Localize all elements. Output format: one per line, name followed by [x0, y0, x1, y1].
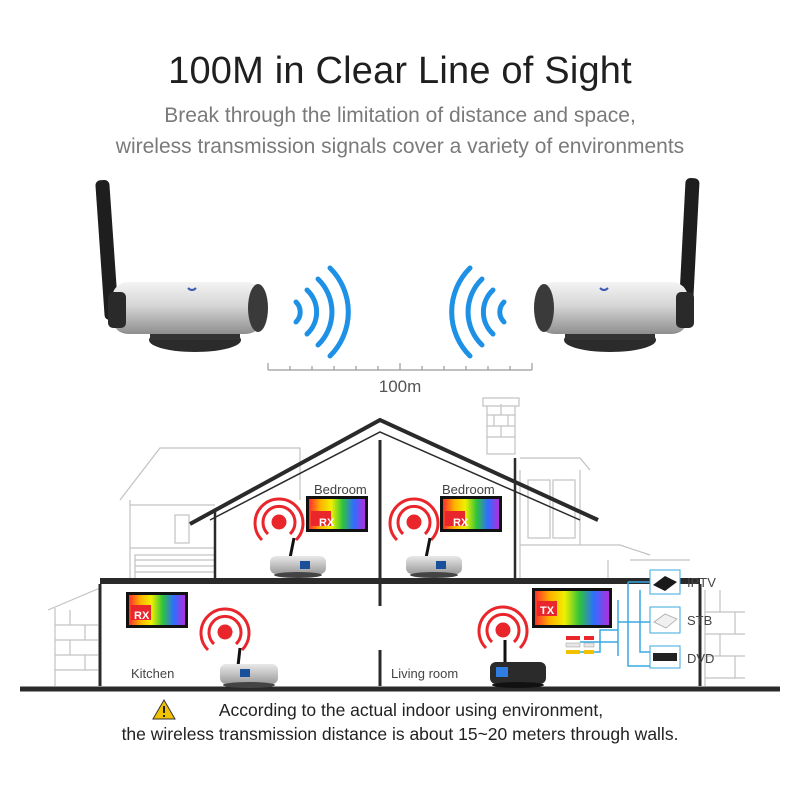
screen-label-tx-living-room: TX — [540, 605, 555, 617]
receiver-bedroom-left — [270, 537, 326, 578]
house-outline — [20, 417, 780, 692]
red-signal-living-room-icon — [477, 605, 529, 650]
room-label-living-room: Living room — [391, 666, 459, 681]
source-label-stb: STB — [687, 613, 713, 628]
av-cables — [580, 581, 650, 667]
footer-note-line-1: According to the actual indoor using env… — [0, 700, 800, 721]
screen-kitchen — [126, 592, 188, 628]
red-signal-bedroom-left-icon — [253, 497, 305, 542]
stb-box-icon — [649, 606, 681, 634]
red-signal-kitchen-icon — [199, 607, 251, 652]
right-receiver-device — [534, 177, 700, 352]
screen-label-rx-bedroom-left: RX — [319, 517, 335, 529]
source-label-iptv: IPTV — [687, 575, 716, 590]
transmitter-living-room — [490, 640, 546, 688]
subtitle-line-2: wireless transmission signals cover a va… — [115, 135, 685, 158]
red-signal-bedroom-right-icon — [388, 497, 440, 542]
receiver-bedroom-right — [406, 537, 462, 578]
room-label-bedroom-right: Bedroom — [442, 482, 495, 497]
dvd-player-icon — [649, 645, 681, 669]
page-title: 100M in Clear Line of Sight — [168, 50, 632, 92]
footer-note-line-1-text: According to the actual indoor using env… — [218, 700, 604, 720]
room-label-kitchen: Kitchen — [131, 666, 175, 681]
screen-label-rx-bedroom-right: RX — [453, 517, 469, 529]
signal-waves-left-icon — [293, 265, 351, 359]
screen-bedroom-right — [440, 496, 502, 532]
footer-note-line-2: the wireless transmission distance is ab… — [121, 724, 679, 744]
iptv-box-icon — [649, 569, 681, 595]
house-background — [47, 397, 745, 686]
distance-ruler — [267, 363, 533, 371]
screen-label-rx-kitchen: RX — [134, 610, 150, 622]
av-plugs — [565, 636, 595, 654]
receiver-kitchen — [220, 647, 278, 688]
room-label-bedroom-left: Bedroom — [314, 482, 367, 497]
screen-bedroom-left — [306, 496, 368, 532]
source-label-dvd: DVD — [687, 651, 715, 666]
subtitle-line-1: Break through the limitation of distance… — [164, 104, 636, 127]
signal-waves-right-icon — [449, 265, 507, 359]
screen-living-room — [532, 588, 612, 628]
left-transmitter-device — [95, 180, 268, 352]
distance-label: 100m — [378, 377, 422, 396]
warning-icon — [152, 699, 176, 720]
